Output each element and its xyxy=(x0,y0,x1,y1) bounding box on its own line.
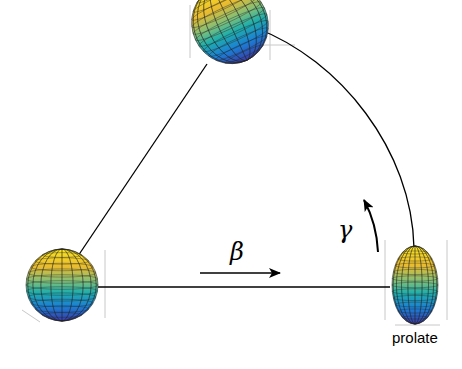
meridian-line xyxy=(62,249,63,321)
meridian-line xyxy=(393,246,437,324)
shape-label: prolate xyxy=(392,330,438,345)
meridian-line xyxy=(401,246,428,324)
meridian-line xyxy=(41,249,83,321)
meridian-line xyxy=(415,246,416,324)
meridian-line xyxy=(202,0,257,65)
meridian-line xyxy=(202,0,257,65)
meridian-line xyxy=(41,249,83,321)
top-spheroid-body xyxy=(179,0,282,76)
meridian-line xyxy=(193,0,267,70)
meridian-line xyxy=(193,0,267,70)
beta-label: β xyxy=(230,240,244,264)
meridian-line xyxy=(51,249,73,321)
meridian-line xyxy=(51,249,73,321)
meridian-line xyxy=(408,246,422,324)
meridian-line xyxy=(213,0,247,60)
prolate-spheroid-body xyxy=(392,246,438,324)
connector-lines xyxy=(78,28,414,287)
meridian-line xyxy=(408,246,422,324)
meridian-line xyxy=(180,0,279,76)
prolate-spheroid xyxy=(392,246,438,324)
beta-arrow xyxy=(200,272,280,274)
gamma-arrow xyxy=(364,200,378,252)
sphere xyxy=(26,249,98,321)
meridian-line xyxy=(28,249,96,321)
gamma-label: γ xyxy=(338,218,352,242)
spheroids xyxy=(26,0,438,324)
meridian-line xyxy=(396,246,433,324)
meridian-line xyxy=(33,249,91,321)
meridian-line xyxy=(28,249,96,321)
latitude-line xyxy=(190,0,259,31)
top-spheroid xyxy=(179,0,282,76)
meridian-line xyxy=(401,246,428,324)
meridian-line xyxy=(185,0,275,73)
meridian-line xyxy=(180,0,279,76)
meridian-line xyxy=(393,246,437,324)
sphere-body xyxy=(26,249,98,321)
meridian-line xyxy=(396,246,433,324)
meridian-line xyxy=(185,0,275,73)
meridian-line xyxy=(33,249,91,321)
